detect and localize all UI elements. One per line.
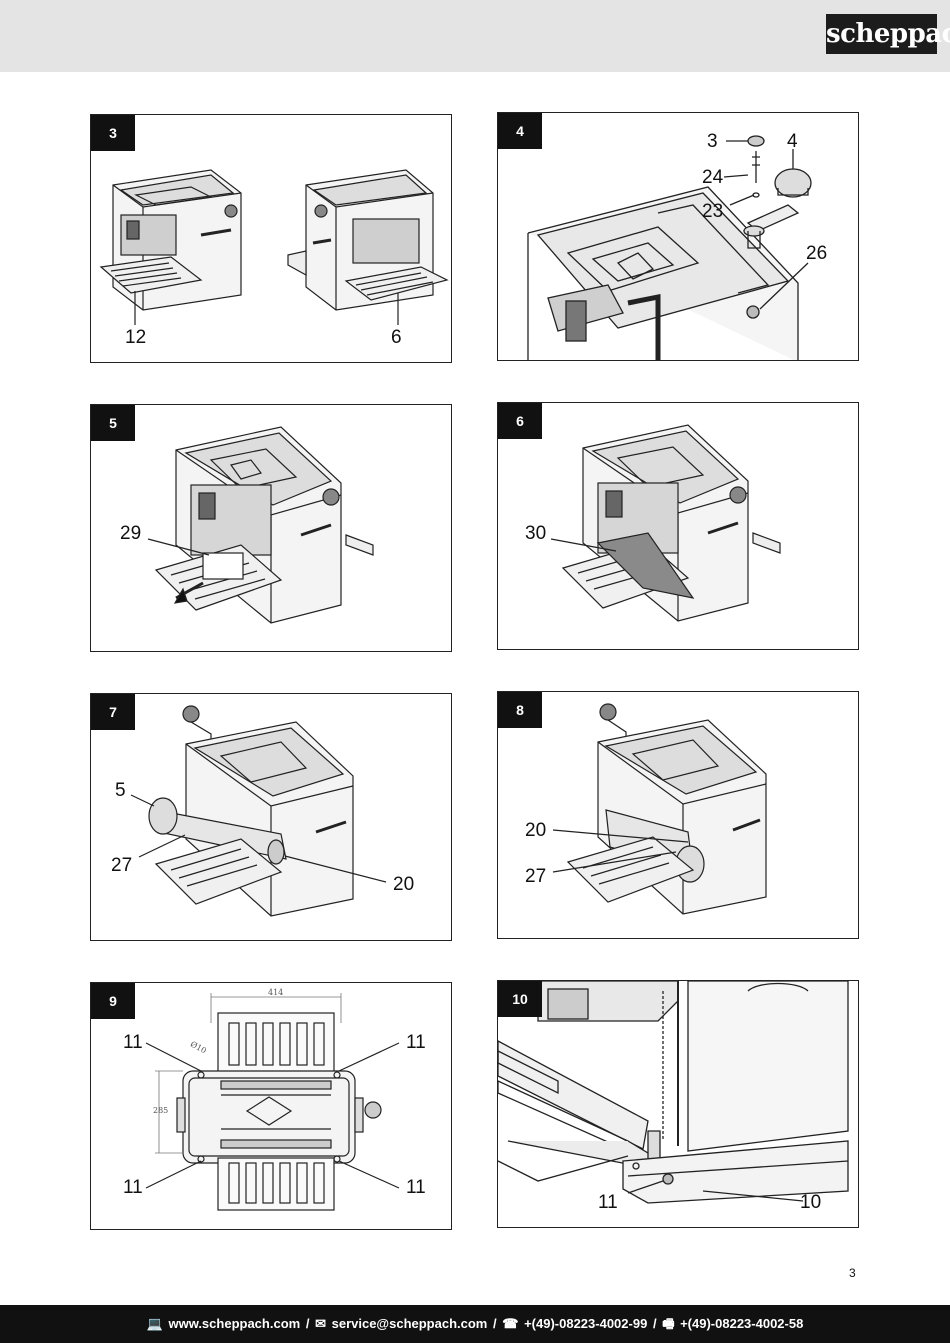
- figure-number: 4: [498, 113, 542, 149]
- callout-label: 11: [406, 1177, 426, 1198]
- callout-label: 10: [800, 1192, 822, 1213]
- callout-label: 3: [707, 131, 718, 152]
- figure-number: 6: [498, 403, 542, 439]
- separator: /: [305, 1316, 310, 1331]
- insert-workpiece-illustration: [147, 426, 374, 624]
- top-view-mounting-illustration: [145, 993, 400, 1211]
- callout-label: 30: [525, 523, 547, 544]
- figure-number: 9: [91, 983, 135, 1019]
- separator: /: [493, 1316, 497, 1331]
- website-link[interactable]: www.scheppach.com: [168, 1316, 301, 1331]
- brand-logo: scheppach: [826, 14, 950, 54]
- feed-table-illustration: [550, 424, 781, 622]
- callout-label: 20: [525, 820, 547, 841]
- cutter-head-removal-illustration: [130, 705, 387, 917]
- crank-assembly-illustration: [527, 135, 812, 360]
- figure-number: 3: [91, 115, 135, 151]
- callout-label: 24: [702, 167, 724, 188]
- callout-label: 4: [787, 131, 798, 152]
- callout-label: 29: [120, 523, 142, 544]
- figure-number: 5: [91, 405, 135, 441]
- figure-9: 9 414 285 Ø10 11 11 11 11: [90, 982, 452, 1230]
- telephone-icon: ☎: [502, 1316, 519, 1331]
- planer-front-back-illustration: [99, 169, 449, 325]
- header-bar: [0, 0, 950, 72]
- email-link[interactable]: service@scheppach.com: [331, 1316, 488, 1331]
- dimension-width: 414: [268, 988, 284, 997]
- callout-label: 6: [391, 327, 402, 348]
- figure-8: 8 20 27: [497, 691, 859, 939]
- cutter-head-insertion-illustration: [552, 703, 767, 915]
- figure-number: 8: [498, 692, 542, 728]
- fax-icon: 🖷: [662, 1316, 675, 1331]
- phone-number: +(49)-08223-4002-99: [524, 1316, 648, 1331]
- figure-number: 10: [498, 981, 542, 1017]
- figure-5: 5 29: [90, 404, 452, 652]
- callout-label: 11: [123, 1032, 143, 1053]
- figure-number: 7: [91, 694, 135, 730]
- base-mounting-detail-illustration: [498, 981, 849, 1204]
- figure-6: 6 30: [497, 402, 859, 650]
- computer-icon: 💻: [146, 1316, 163, 1331]
- fax-number: +(49)-08223-4002-58: [680, 1316, 804, 1331]
- callout-label: 27: [525, 866, 547, 887]
- envelope-icon: ✉: [315, 1316, 326, 1331]
- figure-7: 7 5 27 20: [90, 693, 452, 941]
- callout-label: 12: [125, 327, 147, 348]
- separator: /: [652, 1316, 657, 1331]
- figure-3: 3 12 6: [90, 114, 452, 363]
- callout-label: 5: [115, 780, 126, 801]
- callout-label: 11: [406, 1032, 426, 1053]
- figure-10: 10 11 10: [497, 980, 859, 1228]
- callout-label: 27: [111, 855, 133, 876]
- callout-label: 11: [123, 1177, 143, 1198]
- callout-label: 20: [393, 874, 415, 895]
- callout-label: 11: [598, 1192, 618, 1213]
- footer-contact-bar: 💻 www.scheppach.com / ✉ service@scheppac…: [0, 1305, 950, 1343]
- page-number: 3: [849, 1266, 856, 1280]
- callout-label: 23: [702, 201, 724, 222]
- figure-4: 4 3 4 24 23 26: [497, 112, 859, 361]
- dimension-depth: 285: [153, 1106, 169, 1115]
- callout-label: 26: [806, 243, 828, 264]
